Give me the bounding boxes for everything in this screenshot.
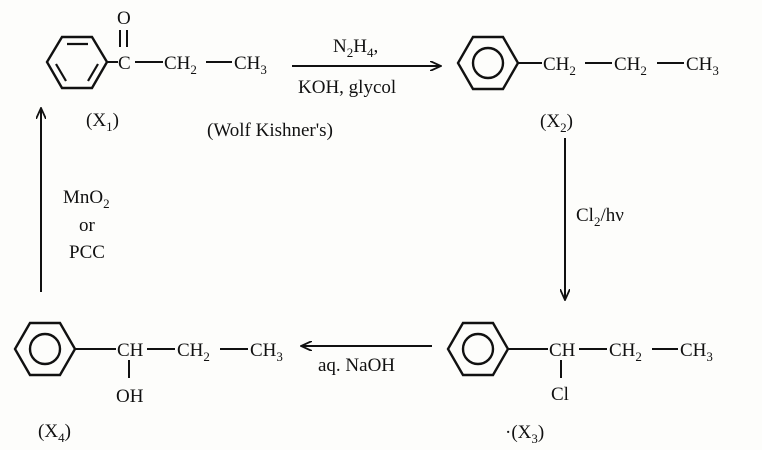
reaction-name-wolff-kishner: (Wolf Kishner's)	[207, 120, 333, 141]
carbonyl-carbon: C	[118, 53, 131, 74]
aromatic-circle-x3	[461, 332, 495, 366]
x3-ch2-group: CH2	[609, 340, 642, 364]
reagent-koh-glycol: KOH, glycol	[298, 77, 396, 98]
x3-label: ·(X3)	[505, 422, 544, 446]
benzene-ring-x1	[45, 35, 109, 90]
benzene-ring-x3	[446, 321, 510, 377]
x1-ch3-group: CH3	[234, 53, 267, 77]
x4-ch3-group: CH3	[250, 340, 283, 364]
reaction-wolff-kishner: N2H4, KOH, glycol (Wolf Kishner's)	[207, 36, 441, 141]
aromatic-circle-x2	[471, 46, 505, 80]
x1-label: (X1)	[86, 110, 119, 134]
compound-x4: CH CH2 CH3 OH (X4)	[13, 321, 283, 445]
x2-ch3-group: CH3	[686, 54, 719, 78]
compound-x3: CH CH2 CH3 Cl ·(X3)	[446, 321, 713, 446]
aromatic-circle-x4	[28, 332, 62, 366]
reaction-chlorination: Cl2/hν	[565, 138, 624, 300]
x2-ch2-group-b: CH2	[614, 54, 647, 78]
reaction-oxidation: MnO2 or PCC	[41, 108, 110, 292]
x3-chlorine: Cl	[551, 384, 569, 405]
benzene-ring-x2	[456, 35, 520, 91]
compound-x1: O C CH2 CH3 (X1)	[45, 8, 267, 134]
reagent-cl2-hv: Cl2/hν	[576, 205, 624, 229]
x3-ch3-group: CH3	[680, 340, 713, 364]
x2-ch2-group-a: CH2	[543, 54, 576, 78]
x4-hydroxyl: OH	[116, 386, 144, 407]
benzene-ring-x4	[13, 321, 77, 377]
reagent-hydrazine: N2H4,	[333, 36, 378, 60]
x1-ch2-group: CH2	[164, 53, 197, 77]
reagent-aq-naoh: aq. NaOH	[318, 355, 395, 376]
reagent-mno2: MnO2	[63, 187, 110, 211]
x2-label: (X2)	[540, 111, 573, 135]
reaction-hydrolysis: aq. NaOH	[301, 346, 432, 376]
compound-x2: CH2 CH2 CH3 (X2)	[456, 35, 719, 135]
kekule-double-bonds-x1	[55, 42, 99, 82]
reagent-pcc: PCC	[69, 242, 105, 263]
reagent-or: or	[79, 215, 96, 236]
x4-ch2-group: CH2	[177, 340, 210, 364]
x4-label: (X4)	[38, 421, 71, 445]
x4-ch-group: CH	[117, 340, 144, 361]
carbonyl-oxygen: O	[117, 8, 131, 29]
x3-ch-group: CH	[549, 340, 576, 361]
carbonyl-double-bond	[119, 30, 128, 47]
